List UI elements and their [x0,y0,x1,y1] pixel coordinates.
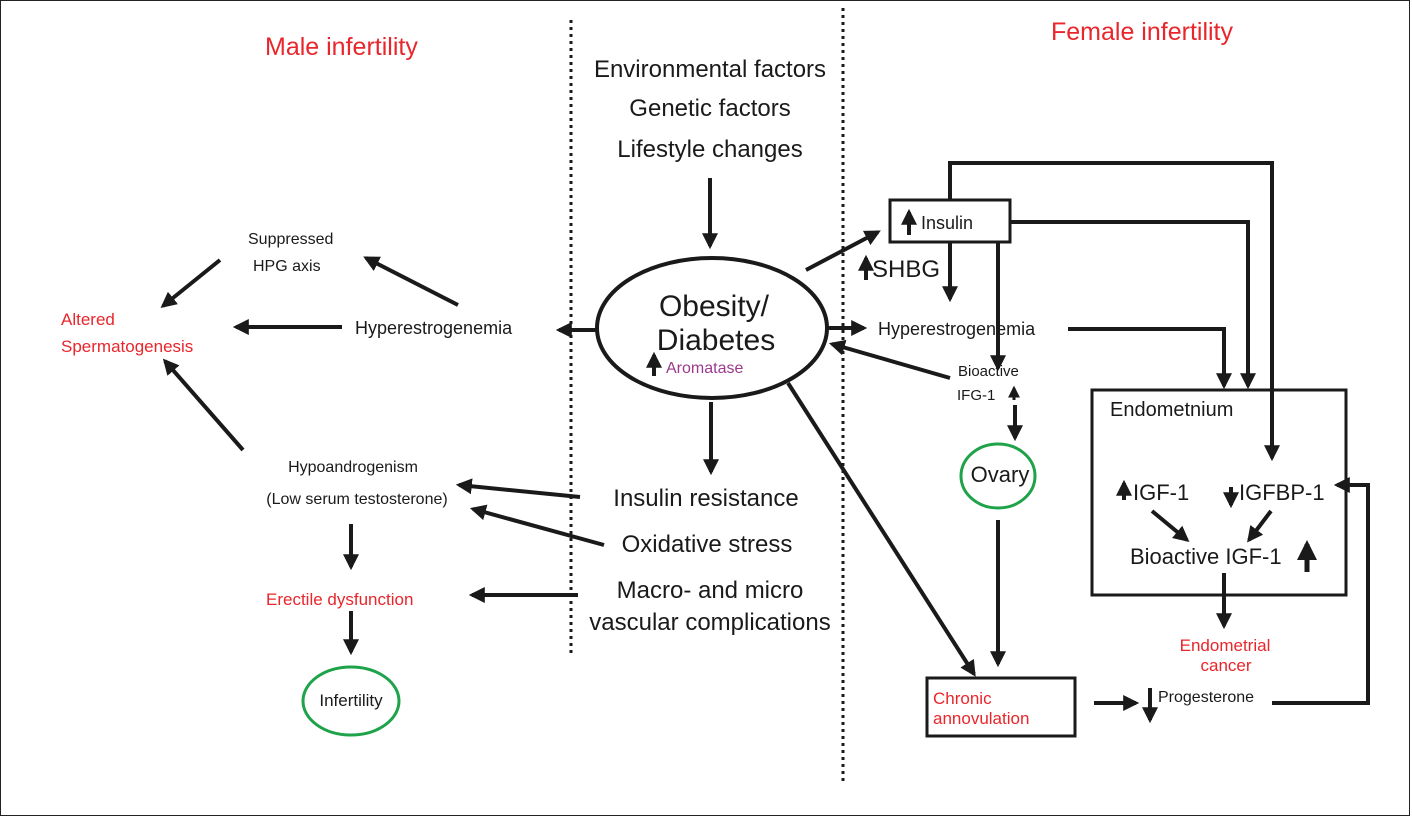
ovary-ellipse [959,442,1037,510]
bioactive-label: Bioactive [958,363,1019,380]
oxidative-stress-to-hypoandrogenism-arrow [469,504,605,547]
endometrium-label: Endometnium [1110,399,1234,421]
endometrial-label: Endometrial [1179,636,1271,655]
low-testosterone-label: (Low serum testosterone) [266,491,448,508]
igf1-label: IGF-1 [1133,480,1190,505]
aromatase-to-chronic-arrow [786,381,976,677]
erectile-dysfunction-label: Erectile dysfunction [266,590,414,609]
insulin-label: Insulin [921,213,974,233]
lifestyle-changes-label: Lifestyle changes [617,136,803,163]
hypoandrogenism-to-altered-arrow [162,358,245,452]
insulin-to-endometrium-connector [1010,220,1256,390]
chronic-annovulation-box [925,676,1077,738]
insulin-resistance-to-hypoandrogenism-arrow [455,478,581,499]
progesterone-label: Progesterone [1158,689,1255,706]
male-infertility-label: Infertility [319,691,383,710]
male-infertility-ellipse [301,665,401,737]
oxidative-stress-label: Oxidative stress [621,531,793,558]
igfbp1-to-bioactive-arrow [1247,509,1273,543]
hyperestrogenemia-to-endometrium-connector [1068,327,1232,390]
vascular-complications-label: vascular complications [589,609,831,636]
progesterone-to-igfbp-connector [1272,477,1370,705]
female-infertility-heading: Female infertility [1051,18,1233,46]
diabetes-label: Diabetes [656,324,776,357]
spermatogenesis-label: Spermatogenesis [61,337,194,356]
hyperestrogenemia-to-hpg-arrow [363,256,459,307]
insulin-to-igfbp-connector [948,161,1280,462]
genetic-factors-label: Genetic factors [629,95,791,122]
male-hyperestrogenemia-label: Hyperestrogenemia [355,318,513,338]
ifg1-label: IFG-1 [957,387,996,404]
bioactive-to-obesity-arrow [828,339,951,380]
shbg-label: SHBG [872,256,941,283]
environmental-factors-label: Environmental factors [593,56,827,83]
macro-micro-label: Macro- and micro [616,577,804,604]
hpg-axis-label: HPG axis [253,258,321,275]
insulin-resistance-label: Insulin resistance [613,485,799,512]
cancer-label: cancer [1200,656,1252,675]
altered-label: Altered [61,310,115,329]
chronic-label: Chronic [933,689,992,708]
igf1-to-bioactive-arrow [1150,509,1190,543]
aromatase-label: Aromatase [666,360,744,377]
hypoandrogenism-label: Hypoandrogenism [288,459,418,476]
igfbp1-label: IGFBP-1 [1239,480,1325,505]
suppressed-label: Suppressed [248,231,334,248]
female-hyperestrogenemia-label: Hyperestrogenemia [878,319,1036,339]
ovary-label: Ovary [970,462,1030,487]
obesity-label: Obesity/ [658,290,770,323]
bioactive-igf1-label: Bioactive IGF-1 [1130,544,1282,569]
obesity-to-insulin-arrow [805,230,881,272]
annovulation-label: annovulation [933,709,1030,728]
hpg-to-altered-arrow [160,258,222,309]
male-infertility-heading: Male infertility [265,33,418,61]
